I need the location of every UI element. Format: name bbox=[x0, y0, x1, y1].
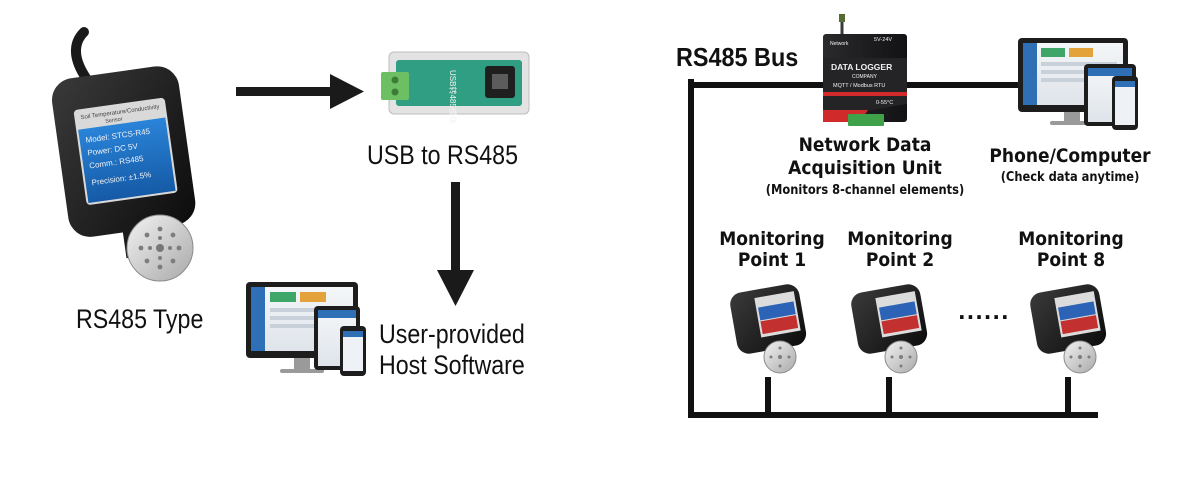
logger-voltage: 5V-24V bbox=[874, 37, 892, 43]
converter-label: USB to RS485 bbox=[367, 140, 519, 170]
monitoring-point-8-sensor bbox=[1030, 284, 1107, 374]
host-software-devices bbox=[246, 282, 366, 376]
device-sublabel: (Check data anytime) bbox=[1000, 170, 1140, 185]
soil-sensor-rs485: Soil Temperature/Conductivity Sensor Mod… bbox=[51, 66, 196, 259]
arrow-converter-to-software bbox=[437, 182, 474, 306]
unit-sublabel: (Monitors 8-channel elements) bbox=[765, 183, 965, 198]
logger-protocol: MQTT / Modbus RTU bbox=[833, 83, 885, 89]
monitoring-point-1-sensor bbox=[730, 284, 807, 374]
point-8-label-line2: Point 8 bbox=[1036, 249, 1106, 271]
points-ellipsis: ...... bbox=[958, 300, 1010, 324]
point-1-label-line1: Monitoring bbox=[719, 228, 825, 250]
sensor-cable bbox=[71, 27, 91, 83]
point-8-label-line1: Monitoring bbox=[1018, 228, 1124, 250]
sensor-type-label: RS485 Type bbox=[76, 304, 204, 334]
data-logger-device: Network 5V-24V DATA LOGGER COMPANY MQTT … bbox=[823, 14, 907, 126]
arrow-sensor-to-converter bbox=[236, 74, 364, 109]
usb-rs485-converter: USB转485模块 bbox=[381, 51, 530, 124]
point-2-label-line1: Monitoring bbox=[847, 228, 953, 250]
point-1-label-line2: Point 1 bbox=[737, 249, 807, 271]
device-label: Phone/Computer bbox=[989, 145, 1151, 167]
software-label-line2: Host Software bbox=[379, 350, 525, 380]
software-label-line1: User-provided bbox=[379, 319, 525, 349]
logger-title: DATA LOGGER bbox=[831, 62, 892, 72]
unit-label-line1: Network Data bbox=[798, 134, 932, 156]
sensor-probe-disc bbox=[126, 214, 194, 282]
logger-temp: 0-55°C bbox=[876, 100, 893, 106]
phone-computer-devices bbox=[1018, 38, 1138, 130]
unit-label-line2: Acquisition Unit bbox=[788, 157, 942, 179]
sensor-screen bbox=[78, 117, 176, 204]
point-2-label-line2: Point 2 bbox=[865, 249, 935, 271]
logger-brand: COMPANY bbox=[852, 74, 878, 80]
converter-board-text: USB转485模块 bbox=[448, 70, 458, 124]
sensor-screen-title-2: Sensor bbox=[105, 116, 123, 124]
bus-label: RS485 Bus bbox=[676, 42, 799, 72]
logger-brand-small: Network bbox=[830, 41, 849, 47]
monitoring-point-2-sensor bbox=[851, 284, 928, 374]
